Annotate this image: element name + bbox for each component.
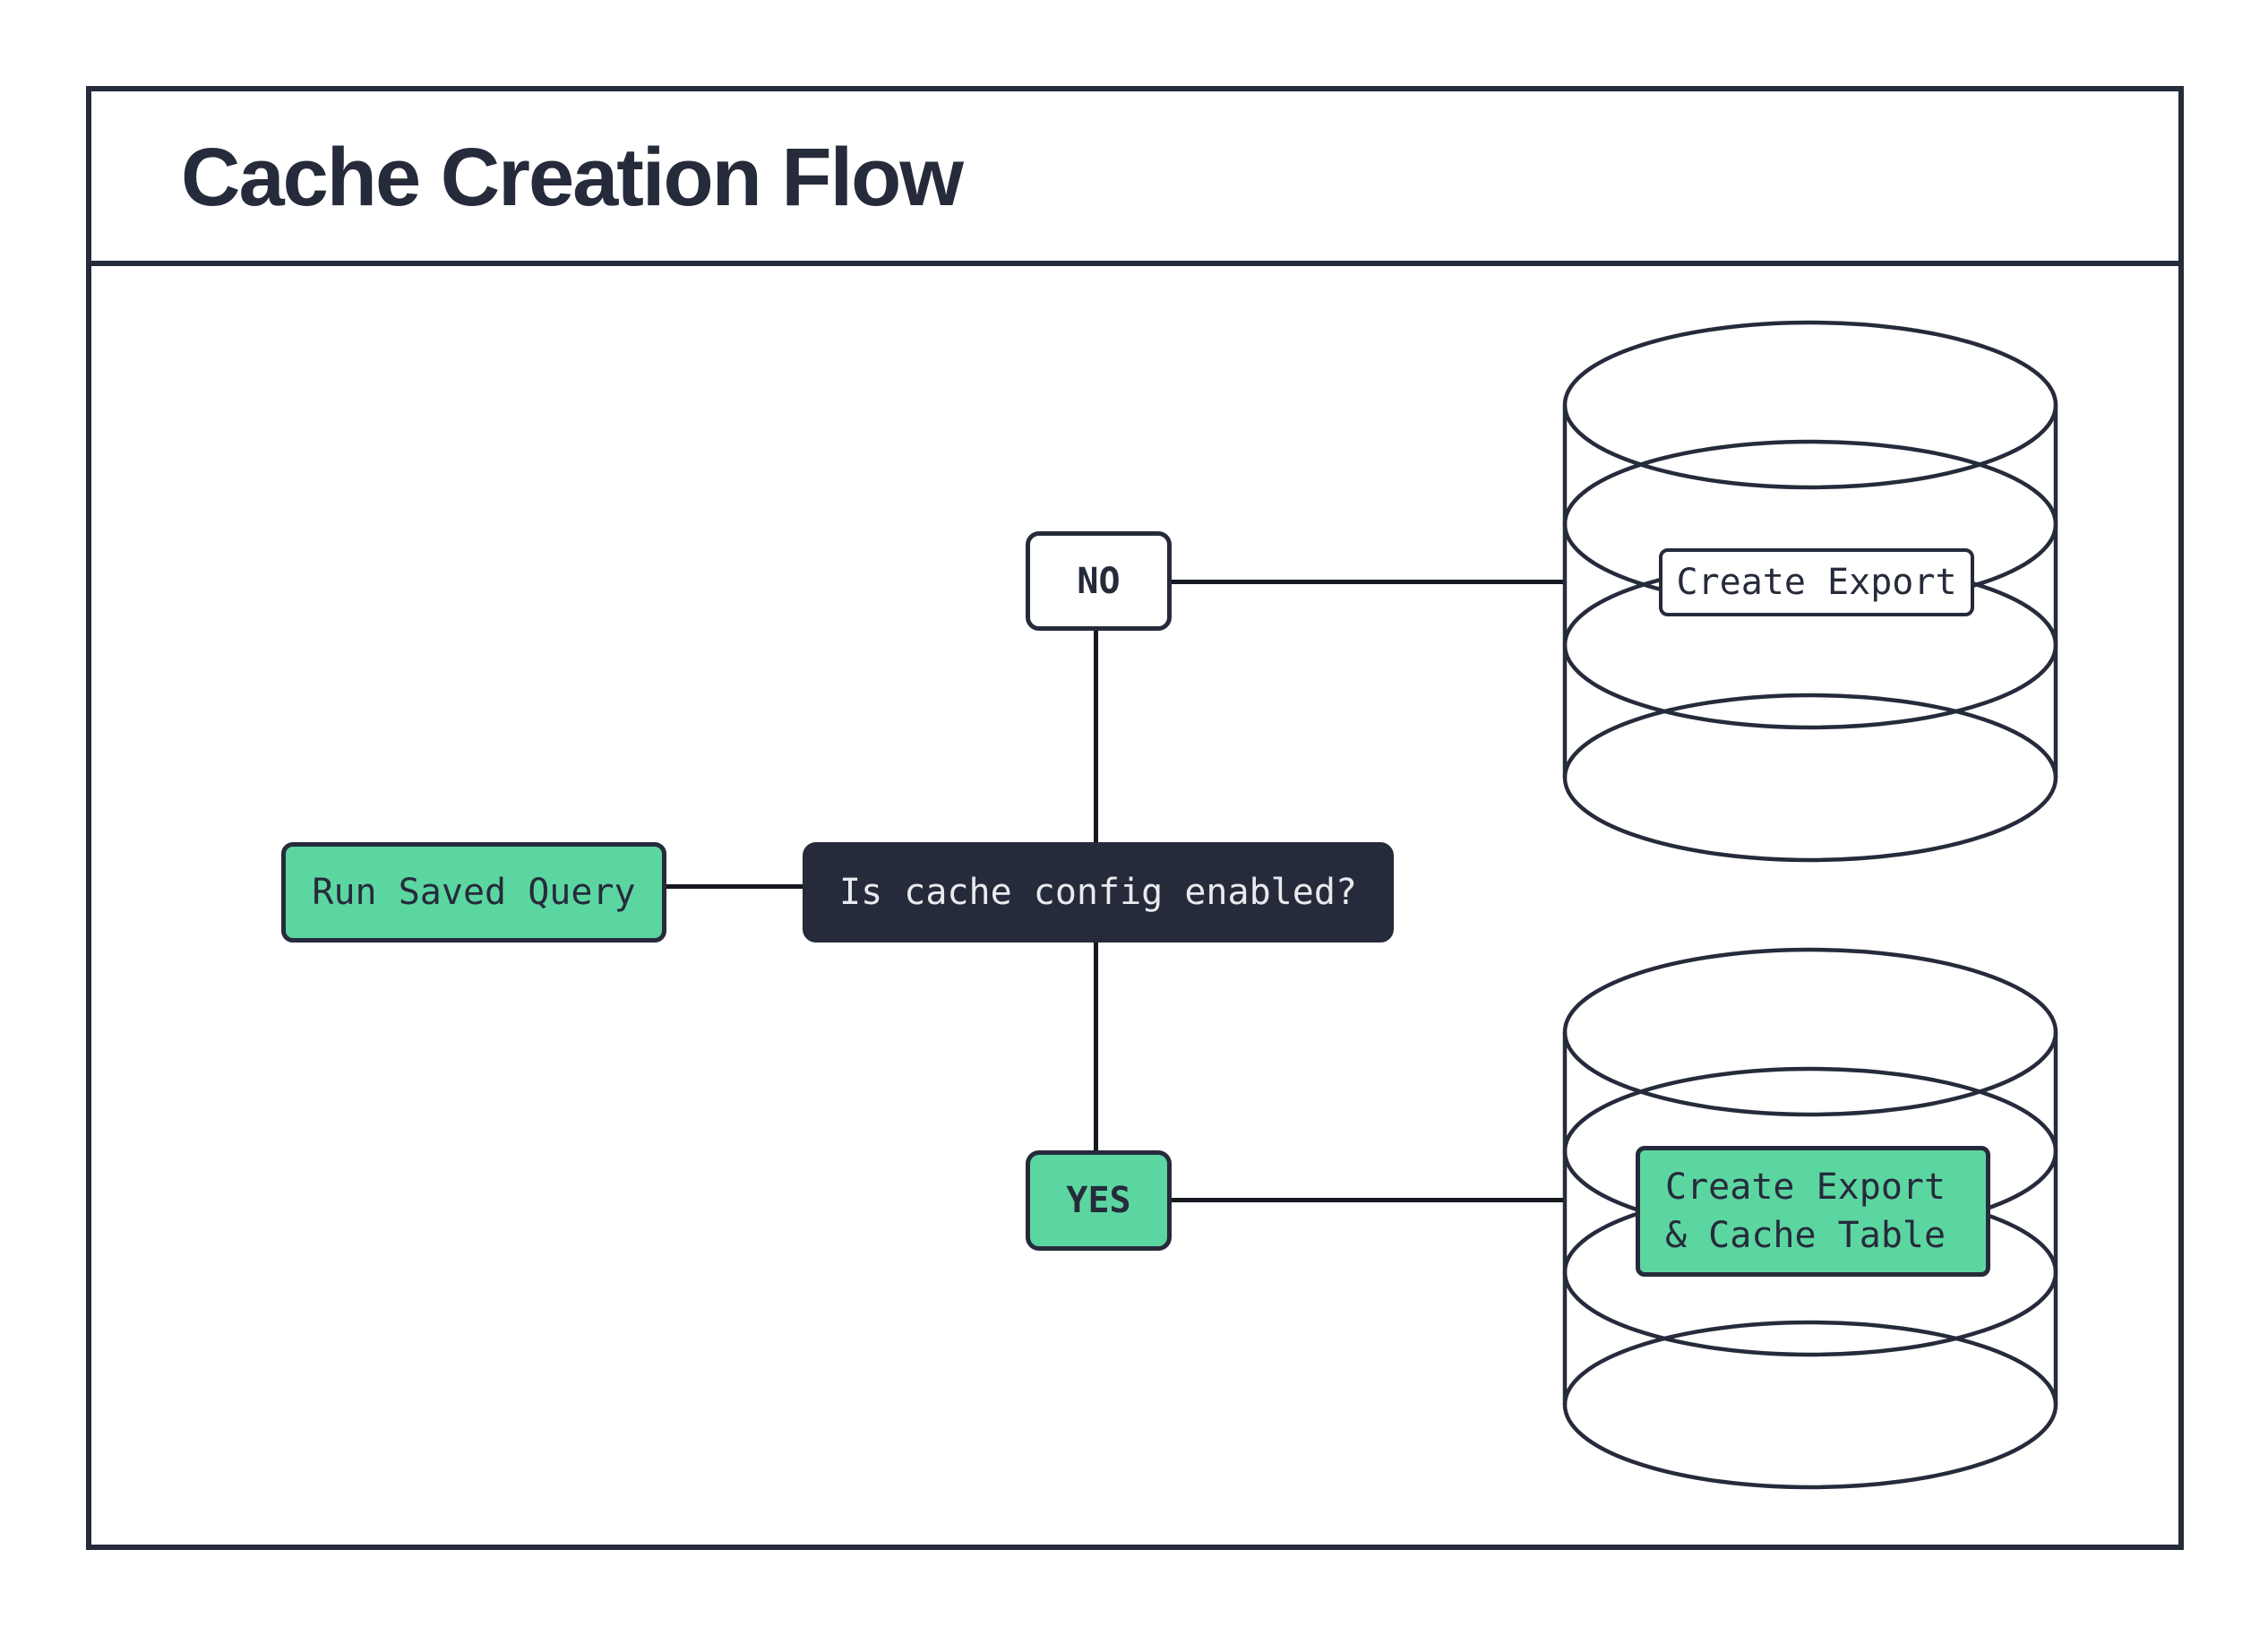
node-create-export-cache-table-line1: Create Export — [1665, 1166, 1946, 1208]
page-title: Cache Creation Flow — [181, 132, 964, 223]
connector-start-to-decision — [666, 884, 804, 889]
edge-label-yes: YES — [1026, 1150, 1172, 1251]
node-create-export-cache-table-line2: & Cache Table — [1665, 1215, 1946, 1256]
connector-no-to-export-db — [1170, 580, 1569, 584]
diagram-frame — [86, 86, 2184, 1550]
edge-label-no: NO — [1026, 531, 1172, 631]
header-divider — [86, 261, 2184, 266]
node-run-saved-query: Run Saved Query — [281, 842, 666, 943]
node-create-export: Create Export — [1659, 548, 1974, 616]
connector-no-to-decision — [1094, 629, 1098, 844]
connector-yes-to-cache-db — [1170, 1198, 1569, 1202]
node-create-export-cache-table: Create Export & Cache Table — [1636, 1146, 1990, 1277]
connector-decision-to-yes — [1094, 941, 1098, 1152]
node-cache-config-decision: Is cache config enabled? — [803, 842, 1394, 943]
